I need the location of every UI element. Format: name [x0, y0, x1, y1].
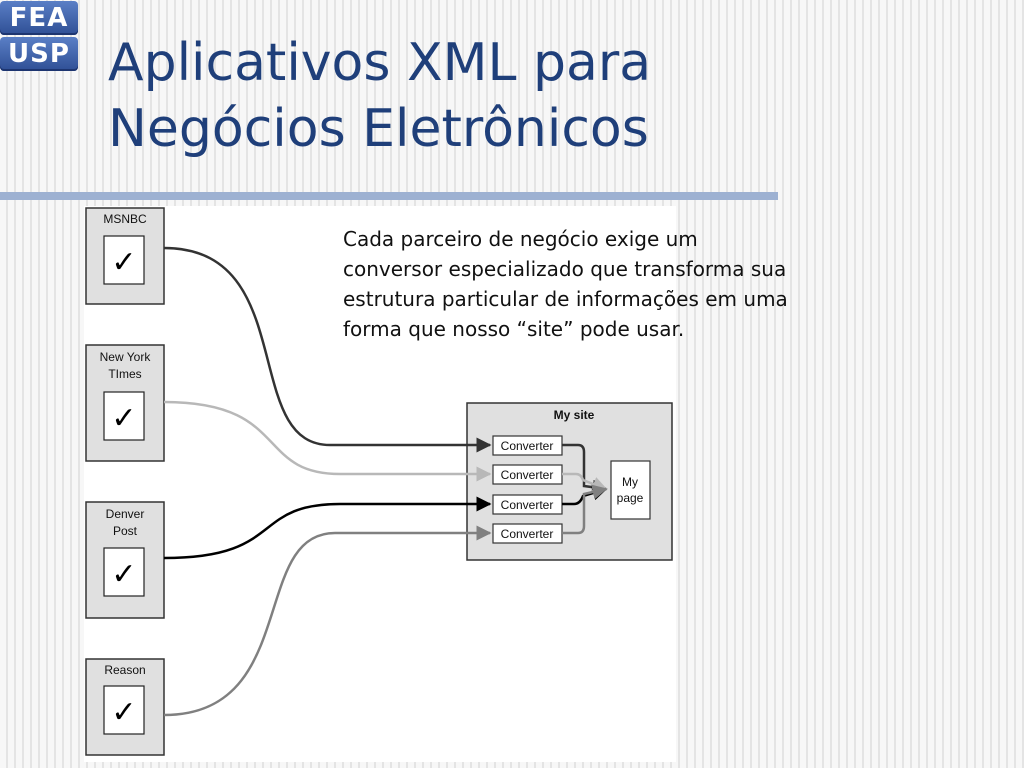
description-line-4: forma que nosso “site” pode usar.	[343, 317, 685, 341]
my-page-label-2: page	[617, 491, 644, 505]
converter-box: Converter	[492, 523, 563, 544]
converter-label: Converter	[501, 498, 554, 512]
converter-label: Converter	[501, 527, 554, 541]
checkmark-icon: ✓	[111, 246, 136, 279]
checkmark-icon: ✓	[111, 402, 136, 435]
source-label-new-york-times-2: TImes	[108, 367, 141, 381]
logo-fea-text: FEA	[0, 1, 78, 35]
checkmark-icon: ✓	[111, 696, 136, 729]
description-text: Cada parceiro de negócio exige um conver…	[343, 224, 943, 344]
logo-usp-text: USP	[0, 37, 78, 71]
document-icon	[103, 685, 145, 735]
source-box-new-york-times: New York TImes ✓	[85, 344, 165, 462]
flow-line-denver-post	[163, 496, 492, 560]
flow-line-reason	[163, 525, 492, 717]
flow-line-msnbc	[163, 246, 492, 453]
title-divider	[0, 192, 778, 200]
flow-line-new-york-times	[163, 400, 492, 482]
converter-box: Converter	[492, 464, 563, 485]
converter-output-line-2	[562, 472, 608, 492]
converter-output-line-1	[562, 443, 608, 495]
source-label-denver-post-2: Post	[113, 524, 138, 538]
description-line-3: estrutura particular de informações em u…	[343, 287, 788, 311]
source-label-msnbc: MSNBC	[103, 212, 147, 226]
slide-title-line-2: Negócios Eletrônicos	[108, 99, 649, 159]
converter-box: Converter	[492, 494, 563, 515]
fea-usp-logo: FEA USP	[0, 0, 78, 72]
source-box-denver-post: Denver Post ✓	[85, 501, 165, 619]
converter-label: Converter	[501, 439, 554, 453]
source-label-denver-post-1: Denver	[106, 507, 145, 521]
document-icon	[103, 547, 145, 597]
converter-label: Converter	[501, 468, 554, 482]
description-line-2: conversor especializado que transforma s…	[343, 257, 787, 281]
document-icon	[103, 235, 145, 285]
my-page-box: My page	[610, 460, 651, 520]
source-label-reason: Reason	[104, 663, 145, 677]
slide-title-line-1: Aplicativos XML para	[108, 33, 652, 93]
description-line-1: Cada parceiro de negócio exige um	[343, 227, 698, 251]
converter-box: Converter	[492, 435, 563, 456]
document-icon	[103, 391, 145, 441]
xml-converter-diagram: MSNBC ✓ New York TImes ✓ Denver Post ✓ R…	[85, 207, 673, 756]
checkmark-icon: ✓	[111, 558, 136, 591]
converter-output-line-4	[562, 484, 608, 535]
my-site-label: My site	[554, 408, 595, 422]
source-box-msnbc: MSNBC ✓	[85, 207, 165, 305]
my-page-label-1: My	[622, 475, 638, 489]
slide-title: Aplicativos XML para Negócios Eletrônico…	[108, 30, 808, 162]
diagram-panel: MSNBC ✓ New York TImes ✓ Denver Post ✓ R…	[84, 206, 676, 762]
source-box-reason: Reason ✓	[85, 658, 165, 756]
source-label-new-york-times-1: New York	[100, 350, 152, 364]
